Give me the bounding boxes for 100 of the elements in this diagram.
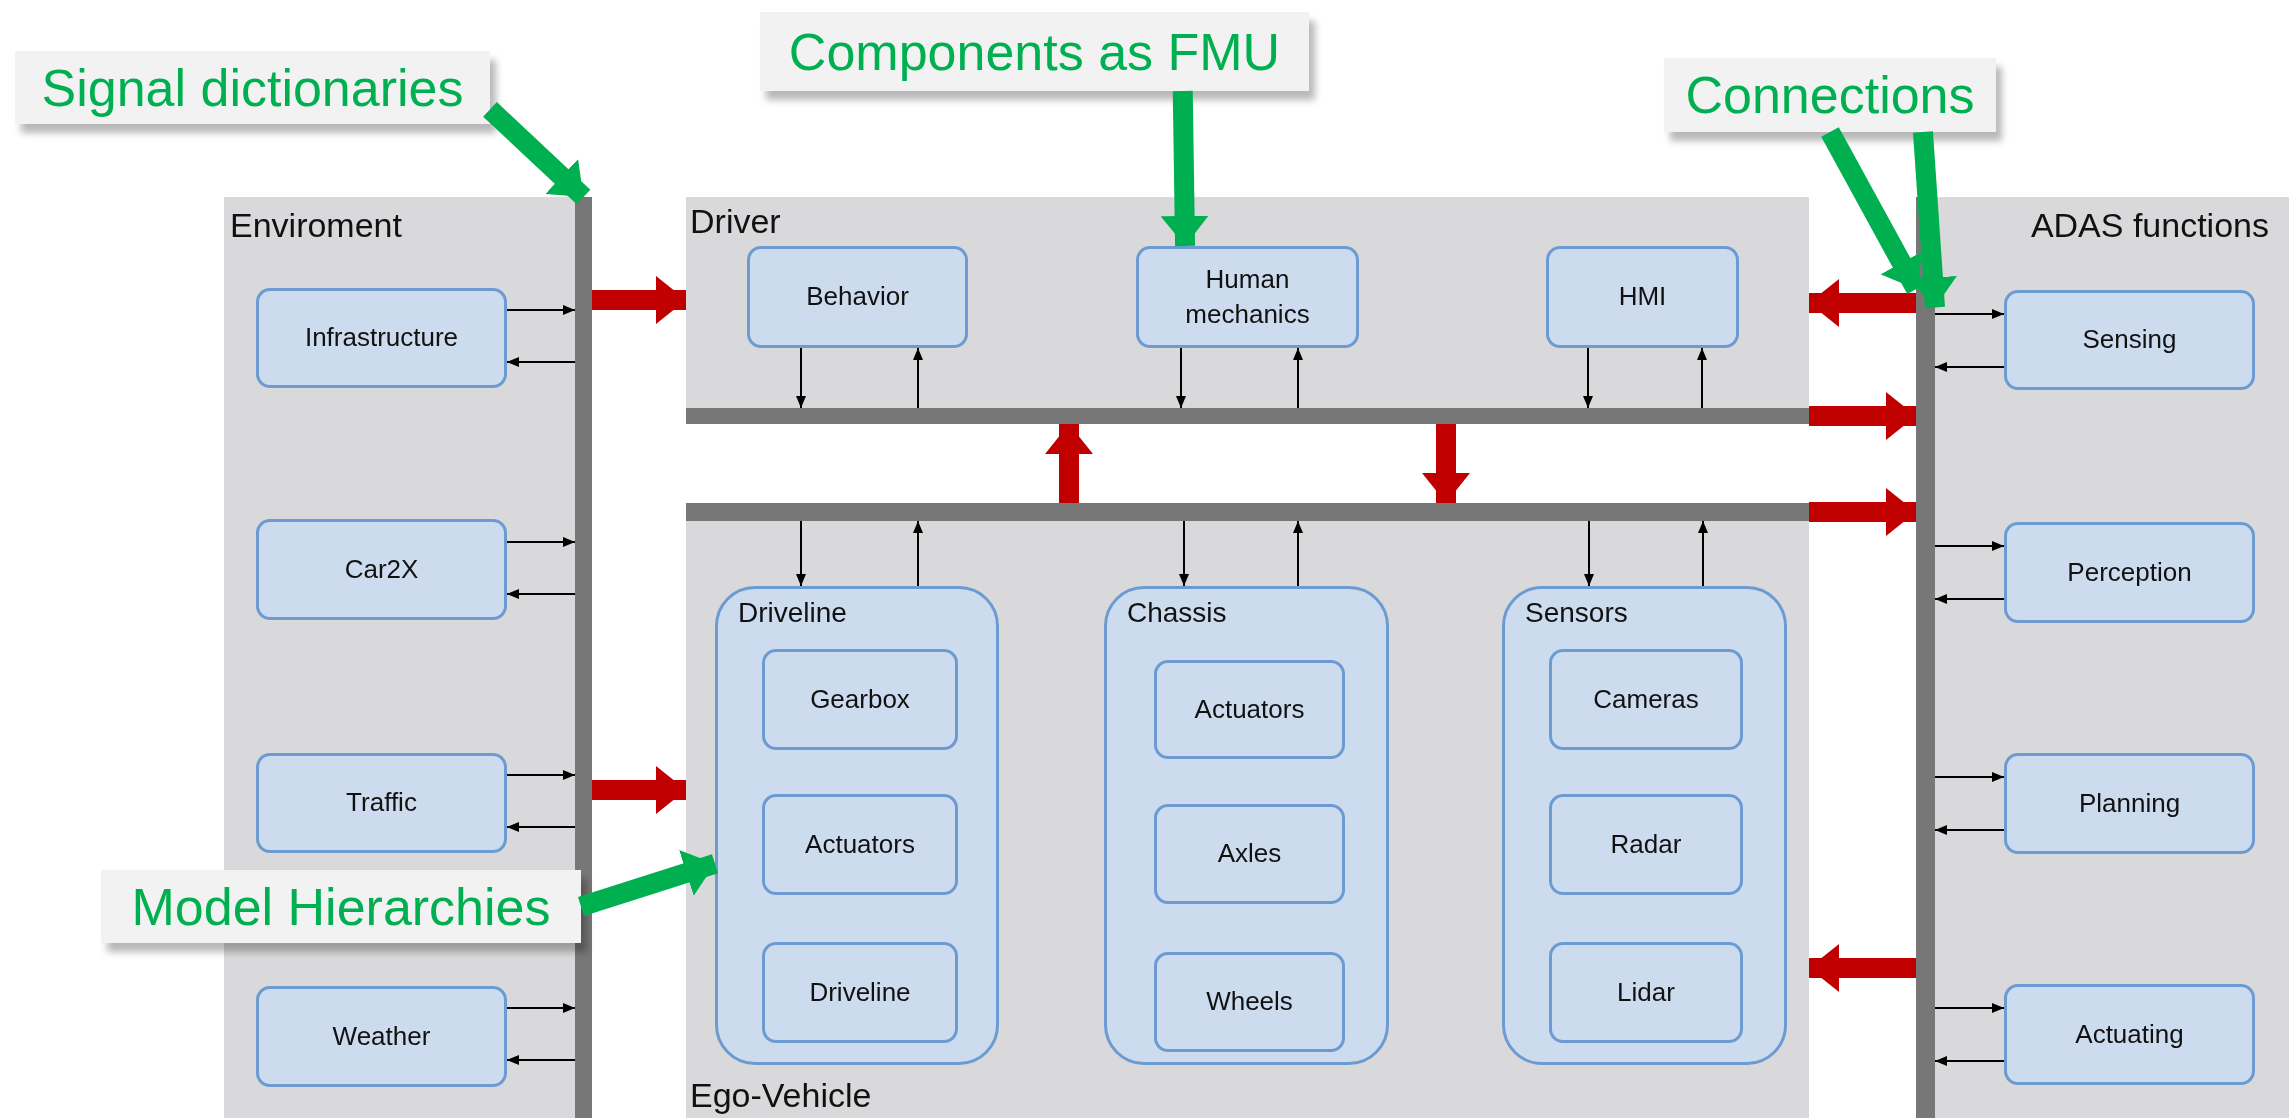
signal-arrow — [1176, 347, 1186, 409]
component-box — [1154, 660, 1345, 759]
signal-arrow — [506, 822, 576, 832]
group-box — [1104, 586, 1389, 1065]
signal-arrow — [1934, 309, 2005, 319]
signal-arrow — [506, 357, 576, 367]
box-label: Actuators — [1194, 692, 1305, 726]
signal-arrow — [1934, 541, 2005, 551]
component-box — [256, 519, 507, 620]
signal-flow-arrow — [592, 766, 686, 814]
callout-text: Connections — [1685, 65, 1975, 125]
signal-flow-arrow — [1422, 424, 1470, 503]
signal-arrow — [1934, 362, 2005, 372]
component-box — [1546, 246, 1739, 348]
box-label: Driveline — [809, 975, 911, 1009]
signal-arrow — [1934, 1003, 2005, 1013]
box-label: Car2X — [344, 552, 419, 586]
box-label: Traffic — [346, 786, 417, 820]
signal-arrow — [913, 520, 923, 587]
box-label: Sensing — [2082, 323, 2177, 357]
box-label: Planning — [2078, 786, 2181, 820]
component-box — [2004, 984, 2255, 1085]
component-box — [1154, 952, 1345, 1052]
pointer-arrow — [1160, 90, 1209, 247]
component-box — [747, 246, 968, 348]
signal-flow-arrow — [1809, 392, 1916, 440]
signal-arrow — [1934, 1056, 2005, 1066]
pointer-arrow — [1821, 127, 1925, 294]
signal-arrow — [796, 520, 806, 587]
signal-arrow — [1934, 594, 2005, 604]
callout-text: Model Hierarchies — [131, 876, 551, 937]
box-label: Weather — [332, 1019, 431, 1053]
component-box — [1549, 794, 1743, 895]
signal-arrow — [506, 589, 576, 599]
component-box — [256, 753, 507, 853]
component-box — [762, 942, 958, 1043]
group-title: Sensors — [1525, 597, 1628, 629]
component-box — [1549, 942, 1743, 1043]
signal-flow-arrow — [1809, 488, 1916, 536]
callout-box — [1664, 58, 1996, 132]
box-label: Axles — [1217, 837, 1282, 871]
box-label: HMI — [1618, 280, 1667, 314]
pointer-arrow — [577, 850, 719, 917]
component-box — [1136, 246, 1359, 348]
group-title: Chassis — [1127, 597, 1227, 629]
signal-arrow — [506, 1055, 576, 1065]
component-box — [2004, 753, 2255, 854]
component-box — [762, 794, 958, 895]
signal-arrow — [506, 305, 576, 315]
component-box — [2004, 522, 2255, 623]
signal-flow-arrow — [1809, 944, 1916, 992]
callout-box — [760, 12, 1309, 91]
callout-box — [101, 870, 581, 943]
component-box — [1549, 649, 1743, 750]
signal-arrow — [506, 1003, 576, 1013]
signal-arrow — [1698, 520, 1708, 587]
component-box — [2004, 290, 2255, 390]
group-box — [1502, 586, 1787, 1065]
signal-bus-bar — [1916, 197, 1935, 1118]
callout-text: Signal dictionaries — [41, 57, 464, 118]
box-label: Gearbox — [810, 682, 910, 716]
box-label: Perception — [2067, 555, 2192, 589]
box-label: Actuating — [2075, 1017, 2184, 1051]
box-label: Lidar — [1617, 975, 1675, 1009]
signal-arrow — [1583, 347, 1593, 409]
signal-flow-arrow — [1045, 424, 1093, 503]
signal-arrow — [1293, 347, 1303, 409]
panel-title: ADAS functions — [2030, 207, 2269, 245]
component-box — [256, 288, 507, 388]
signal-flow-arrow — [1809, 279, 1916, 327]
signal-bus-bar — [575, 197, 592, 1118]
signal-arrow — [1934, 772, 2005, 782]
signal-arrow — [796, 347, 806, 409]
panel-title: Ego-Vehicle — [690, 1076, 872, 1114]
box-label: Wheels — [1206, 985, 1293, 1019]
box-label: Actuators — [805, 827, 915, 861]
box-label: Human mechanics — [1184, 262, 1311, 331]
box-label: Cameras — [1593, 682, 1699, 716]
pointer-arrow — [483, 102, 591, 205]
signal-bus-bar — [686, 408, 1809, 424]
callout-box — [15, 51, 490, 124]
signal-flow-arrow — [592, 276, 686, 324]
panel — [1916, 197, 2289, 1118]
signal-arrow — [1934, 825, 2005, 835]
box-label: Infrastructure — [304, 321, 459, 355]
box-label: Radar — [1610, 827, 1682, 861]
signal-arrow — [913, 347, 923, 409]
signal-arrow — [1179, 520, 1189, 587]
signal-arrow — [1293, 520, 1303, 587]
signal-arrow — [506, 537, 576, 547]
signal-arrow — [1697, 347, 1707, 409]
panel-title: Enviroment — [230, 207, 402, 245]
panel-title: Driver — [690, 203, 781, 241]
component-box — [762, 649, 958, 750]
callout-text: Components as FMU — [788, 21, 1281, 82]
signal-arrow — [1584, 520, 1594, 587]
panel — [686, 197, 1809, 424]
component-box — [1154, 804, 1345, 904]
box-label: Behavior — [806, 280, 909, 314]
signal-arrow — [506, 770, 576, 780]
